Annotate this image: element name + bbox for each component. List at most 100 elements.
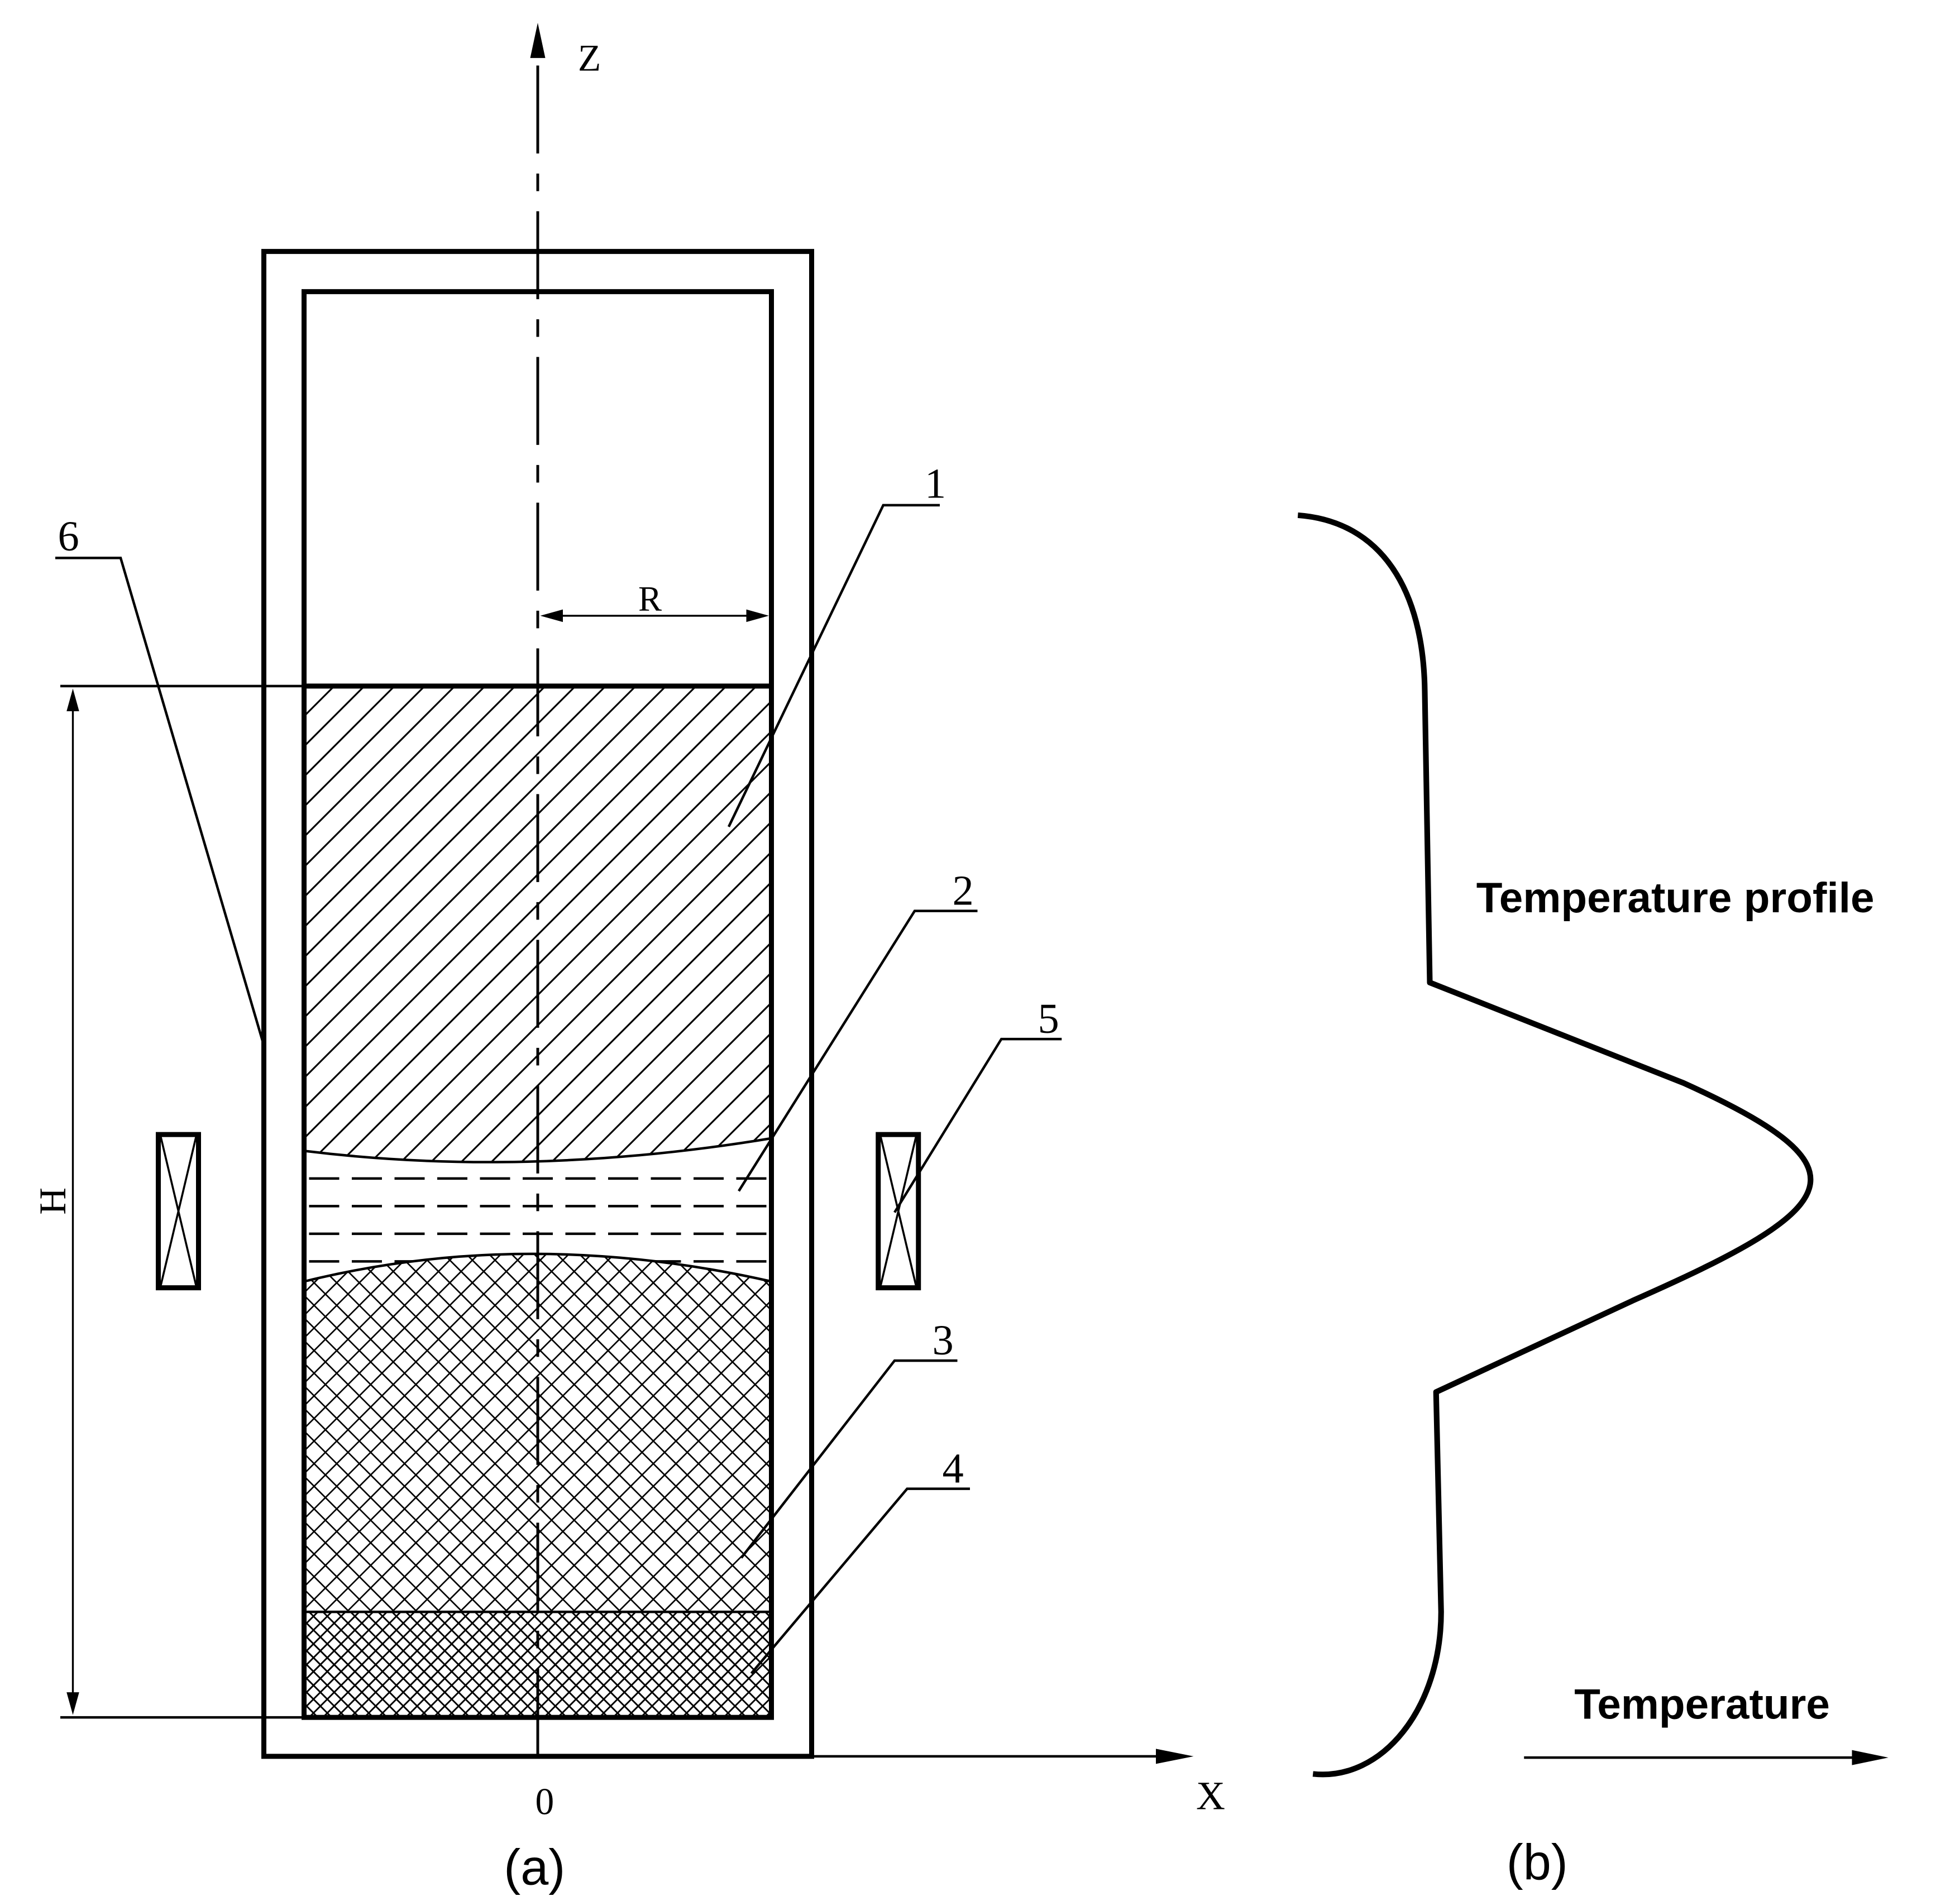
hatch-line [304, 1253, 463, 1612]
heater-coil-left [156, 1132, 201, 1291]
callout-leaders [55, 504, 1062, 1674]
hatch-line [713, 686, 772, 1162]
melt-feed-interface [303, 1252, 772, 1283]
hatch-line [1048, 1225, 1435, 1612]
hatch-line [1226, 686, 1722, 1181]
hatch-line [777, 1225, 1164, 1612]
hatch-line [1116, 1225, 1503, 1612]
z-axis-arrowhead [530, 22, 546, 58]
hatch-line [1161, 1225, 1548, 1612]
hatch-line [419, 1612, 526, 1718]
hatch-line [304, 1612, 346, 1655]
origin-label: 0 [536, 1780, 554, 1822]
hatch-line [654, 1612, 761, 1718]
x-axis-label: X [1196, 1773, 1225, 1818]
hatch-line [595, 1253, 772, 1612]
hatch-line [304, 1253, 486, 1612]
crystal-region-hatch [304, 686, 1752, 1181]
hatch-line [304, 686, 486, 1162]
hatch-line [774, 686, 1269, 1181]
hatch-line [844, 1225, 1231, 1612]
hatch-line [304, 1253, 327, 1612]
hatch-line [504, 1253, 772, 1612]
hatch-line [723, 1612, 772, 1661]
hatch-line [1256, 686, 1752, 1181]
hatch-line [848, 1612, 954, 1717]
hatch-line [304, 686, 516, 1162]
callout-6: 6 [58, 513, 79, 560]
hatch-line [890, 1612, 995, 1717]
hatch-line [1116, 1225, 1503, 1612]
hatch-line [867, 1225, 1254, 1612]
hatch-line [304, 1253, 441, 1612]
hatch-line [585, 1612, 692, 1718]
hatch-line [323, 1253, 712, 1612]
hatch-line [369, 1253, 757, 1612]
hatch-line [834, 686, 1330, 1181]
hatch-line [527, 1253, 772, 1612]
hatch-line [377, 1612, 485, 1718]
hatch-line [640, 1253, 772, 1612]
hatch-line [890, 1225, 1277, 1612]
hatch-line [543, 1612, 651, 1718]
hatch-line [820, 1612, 926, 1717]
callout-1-leader [727, 504, 940, 827]
hatch-line [557, 1612, 665, 1718]
hatch-line [737, 1682, 772, 1718]
hatch-line [0, 1225, 281, 1612]
hatch-line [807, 1612, 912, 1717]
hatch-line [304, 1253, 350, 1612]
hatch-line [488, 1612, 595, 1718]
hatch-line [595, 1253, 772, 1612]
hatch-line [304, 1253, 689, 1612]
hatch-line [304, 686, 697, 1162]
hatch-line [304, 686, 456, 1162]
hatch-line [685, 1253, 772, 1612]
hatch-line [571, 1612, 678, 1718]
hatch-line [1003, 1225, 1390, 1612]
hatch-line [304, 1253, 576, 1612]
hatch-line [663, 1253, 772, 1612]
hatch-line [807, 1612, 912, 1717]
hatch-line [730, 1253, 772, 1612]
hatch-line [471, 686, 772, 1162]
hatch-line [844, 1225, 1231, 1612]
hatch-line [0, 1225, 281, 1612]
height-arrow-top [66, 688, 79, 711]
hatch-line [336, 1612, 443, 1718]
callout-5: 5 [1038, 995, 1059, 1042]
temperature-axis-arrowhead [1852, 1750, 1889, 1765]
hatch-line [876, 1612, 981, 1717]
hatch-line [304, 1253, 372, 1612]
hatch-line [304, 1619, 401, 1718]
hatch-line [322, 1612, 429, 1718]
hatch-line [723, 1668, 772, 1718]
hatch-line [1070, 1225, 1457, 1612]
hatch-line [618, 1253, 772, 1612]
hatch-line [622, 686, 772, 1162]
hatch-line [304, 686, 365, 1162]
hatch-line [304, 1253, 305, 1612]
hatch-line [405, 1612, 512, 1718]
hatch-line [529, 1612, 637, 1718]
hatch-line [304, 1253, 441, 1612]
hatch-line [980, 1225, 1367, 1612]
radius-arrow-left [540, 609, 563, 623]
hatch-line [532, 686, 772, 1162]
hatch-line [935, 1225, 1322, 1612]
temperature-profile-curve [1297, 512, 1814, 1778]
hatch-line [1025, 1225, 1412, 1612]
hatch-line [1161, 1225, 1548, 1612]
hatch-line [1139, 1225, 1526, 1612]
hatch-line [185, 1612, 290, 1717]
hatch-line [515, 1612, 623, 1718]
hatch-line [737, 1612, 772, 1647]
hatch-line [304, 686, 606, 1162]
hatch-line [958, 1225, 1345, 1612]
hatch-line [1045, 686, 1541, 1181]
hatch-line [304, 1647, 374, 1718]
hatch-line [304, 1633, 388, 1718]
hatch-line [1106, 686, 1601, 1181]
hatch-line [304, 686, 727, 1162]
hatch-line [599, 1612, 706, 1718]
